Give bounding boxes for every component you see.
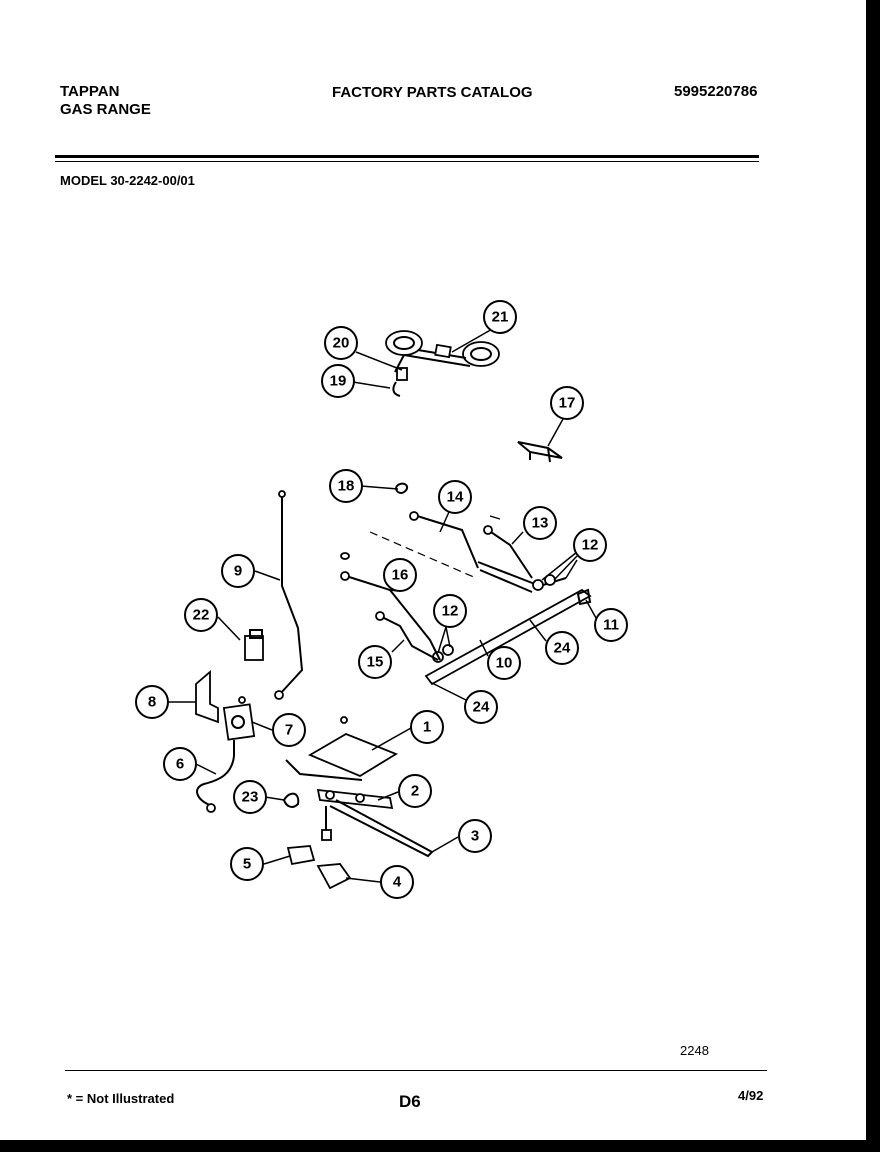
callout-12-upper: 12 [573,528,607,562]
catalog-number: 5995220786 [674,83,758,100]
callout-18: 18 [329,469,363,503]
diagram-number: 2248 [680,1043,709,1058]
revision-date: 4/92 [738,1088,764,1103]
brand-label: TAPPAN [60,83,120,100]
header-rule-thin [55,161,759,162]
page-code: D6 [399,1092,421,1111]
svg-text:1: 1 [423,719,431,736]
svg-text:5: 5 [243,856,251,873]
svg-text:16: 16 [392,567,409,584]
callout-22: 22 [184,598,218,632]
callout-15: 15 [358,645,392,679]
callout-19: 19 [321,364,355,398]
burner-tube-16 [345,575,441,661]
callout-3: 3 [458,819,492,853]
svg-text:19: 19 [330,373,347,390]
tube-6 [196,755,235,807]
svg-text:12: 12 [582,537,599,554]
thermocouple-tube-9 [279,496,304,695]
tube-3 [329,799,434,858]
svg-text:4: 4 [393,874,402,891]
bracket-17 [517,441,563,463]
oven-burner-1 [285,716,399,781]
relay-22 [244,629,264,661]
svg-text:2: 2 [411,783,419,800]
callout-2: 2 [398,774,432,808]
bracket-4 [316,863,352,890]
svg-text:15: 15 [367,654,384,671]
burner-assembly-21 [385,330,500,373]
svg-text:20: 20 [333,335,350,352]
svg-text:7: 7 [285,722,293,739]
svg-text:13: 13 [532,515,549,532]
valve-11 [576,588,592,606]
callout-16: 16 [383,558,417,592]
svg-text:9: 9 [234,563,242,580]
bracket-5 [286,845,316,866]
callout-5: 5 [230,847,264,881]
catalog-page: TAPPAN GAS RANGE FACTORY PARTS CATALOG 5… [0,0,866,1140]
svg-text:8: 8 [148,694,156,711]
callout-23: 23 [233,780,267,814]
callout-20: 20 [324,326,358,360]
bracket-20 [396,367,408,381]
safety-valve-7 [222,696,256,756]
callout-8: 8 [135,685,169,719]
footer-rule [65,1070,767,1071]
exploded-parts-diagram: 1 2 3 4 5 6 7 8 9 10 11 12 12 13 14 15 1… [135,300,628,899]
wire-19 [392,381,401,397]
callout-13: 13 [523,506,557,540]
svg-text:17: 17 [559,395,576,412]
callout-10: 10 [487,646,521,680]
callout-4: 4 [380,865,414,899]
callout-24-lower: 24 [464,690,498,724]
burner-tube-14 [413,514,479,569]
callout-12-lower: 12 [433,594,467,628]
callout-11: 11 [594,608,628,642]
callout-14: 14 [438,480,472,514]
callout-7: 7 [272,713,306,747]
catalog-title: FACTORY PARTS CATALOG [332,84,533,101]
svg-text:12: 12 [442,603,459,620]
burner-tube-13 [487,529,533,579]
clip-23 [283,792,300,808]
orifice-18 [395,482,408,495]
not-illustrated-legend: * = Not Illustrated [67,1091,175,1106]
burner-tube-15 [379,615,439,661]
broil-burner-2 [316,788,394,841]
svg-text:6: 6 [176,756,184,773]
svg-text:3: 3 [471,828,479,845]
bracket-8 [195,670,219,724]
svg-text:11: 11 [603,617,619,634]
svg-text:23: 23 [242,789,259,806]
callout-21: 21 [483,300,517,334]
svg-text:10: 10 [496,655,513,672]
callout-24-right: 24 [545,631,579,665]
callout-17: 17 [550,386,584,420]
svg-text:24: 24 [473,699,490,716]
callout-6: 6 [163,747,197,781]
svg-text:21: 21 [492,309,509,326]
product-label: GAS RANGE [60,101,151,118]
model-label: MODEL 30-2242-00/01 [60,173,195,188]
svg-text:18: 18 [338,478,355,495]
svg-text:24: 24 [554,640,571,657]
leader-lines [168,327,597,883]
header-rule [55,155,759,158]
svg-text:22: 22 [193,607,210,624]
svg-text:14: 14 [447,489,464,506]
callout-1: 1 [410,710,444,744]
callout-9: 9 [221,554,255,588]
